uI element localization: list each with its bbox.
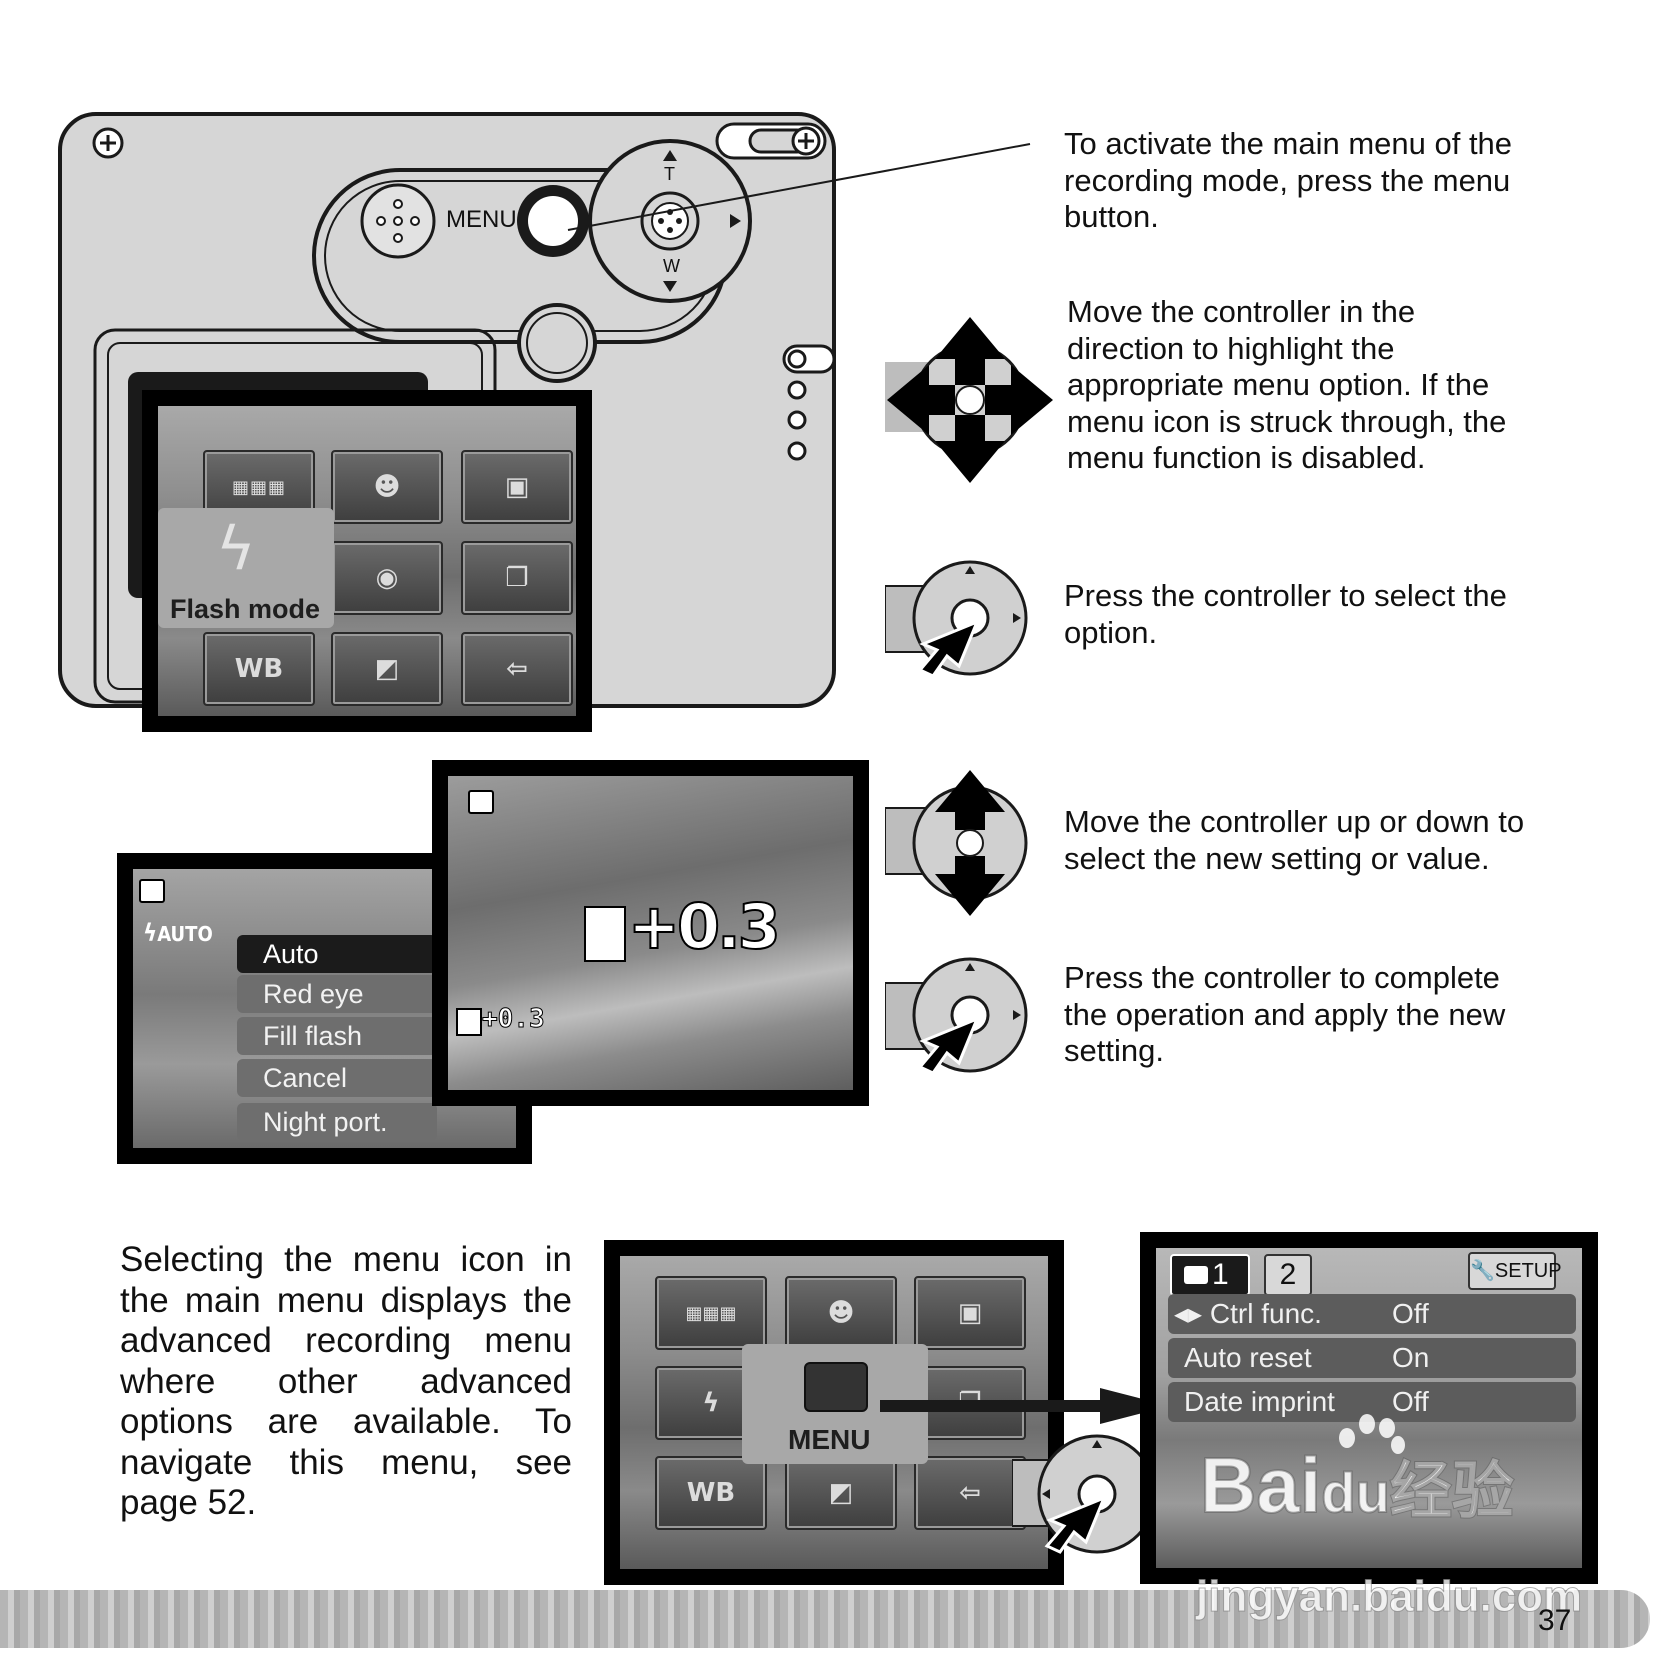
white-balance-icon[interactable]: WB — [655, 1456, 767, 1530]
lcd-scene: +0.3 +0.3 — [448, 776, 853, 1090]
zoom-tele-label: T — [664, 164, 675, 185]
menu-button-label: MENU — [446, 206, 517, 234]
setup-row-value: Off — [1392, 1294, 1429, 1334]
instruction-line: Move the controller up or down to — [1064, 804, 1524, 841]
flash-icon: ϟ — [216, 514, 256, 584]
instruction-3: Press the controller to select the optio… — [1064, 578, 1507, 651]
instruction-line: Press the controller to complete — [1064, 960, 1505, 997]
screw-icon — [94, 129, 122, 157]
instruction-line: select the new setting or value. — [1064, 841, 1524, 878]
paragraph-line: navigate this menu, see — [120, 1443, 572, 1484]
flow-arrow-icon — [880, 1386, 1170, 1426]
exposure-compensation-screen: +0.3 +0.3 — [432, 760, 869, 1106]
instruction-line: option. — [1064, 615, 1507, 652]
tab-2[interactable]: 2 — [1264, 1254, 1312, 1296]
setup-row-ctrl-func[interactable]: ◂▸ Ctrl func. Off — [1168, 1294, 1576, 1334]
flash-auto-status: ϟAUTO — [143, 919, 213, 947]
watermark-url: jingyan.baidu.com — [1196, 1572, 1582, 1622]
paragraph-line: Selecting the menu icon in — [120, 1240, 572, 1281]
flash-option-cancel[interactable]: Cancel — [237, 1059, 437, 1097]
image-size-icon[interactable]: ▣ — [914, 1276, 1026, 1350]
setup-row-label: Auto reset — [1184, 1338, 1312, 1378]
tab-1[interactable]: 1 — [1170, 1254, 1250, 1296]
flash-auto-text: AUTO — [157, 922, 213, 946]
paragraph-line: where other advanced — [120, 1362, 572, 1403]
setup-row-label: ◂▸ Ctrl func. — [1174, 1294, 1322, 1334]
flash-icon: ϟ — [143, 919, 157, 947]
instruction-1: To activate the main menu of the recordi… — [1064, 126, 1512, 236]
flash-mode-label: Flash mode — [170, 594, 320, 625]
page-number: 37 — [1538, 1604, 1571, 1638]
flash-option-red-eye[interactable]: Red eye — [237, 975, 437, 1013]
flash-options-list: Auto Red eye Fill flash Cancel Night por… — [237, 935, 437, 1148]
flash-option-auto[interactable]: Auto — [237, 935, 437, 973]
tab-setup[interactable]: 🔧SETUP — [1468, 1252, 1556, 1290]
instruction-line: the operation and apply the new — [1064, 997, 1505, 1034]
exposure-compensation-small-icon — [456, 1008, 482, 1036]
flash-option-fill-flash[interactable]: Fill flash — [237, 1017, 437, 1055]
continuous-drive-icon[interactable]: ❐ — [461, 541, 573, 615]
controller-press-icon — [885, 558, 1035, 678]
instruction-line: recording mode, press the menu — [1064, 163, 1512, 200]
flash-mode-highlight[interactable]: ϟ Flash mode — [158, 508, 334, 628]
instruction-line: setting. — [1064, 1033, 1505, 1070]
instruction-line: direction to highlight the — [1067, 331, 1506, 368]
color-icon[interactable]: ▦▦▦ — [655, 1276, 767, 1350]
wrench-icon: 🔧 — [1470, 1260, 1495, 1282]
watermark-paw-icon — [1335, 1410, 1405, 1470]
advanced-menu-paragraph: Selecting the menu icon in the main menu… — [120, 1240, 572, 1524]
exit-icon[interactable]: ⇦ — [914, 1456, 1026, 1530]
instruction-line: Press the controller to select the — [1064, 578, 1507, 615]
exposure-compensation-icon[interactable]: ◩ — [785, 1456, 897, 1530]
watermark-brand-mid: du — [1321, 1461, 1389, 1524]
paragraph-line: advanced recording menu — [120, 1321, 572, 1362]
flash-option-night-port[interactable]: Night port. — [237, 1103, 437, 1141]
paragraph-line: page 52. — [120, 1483, 572, 1524]
menu-highlight-label: MENU — [788, 1424, 870, 1456]
zoom-wide-label: W — [663, 256, 680, 277]
tab-1-label: 1 — [1212, 1258, 1229, 1291]
exposure-compensation-icon — [584, 906, 626, 962]
instruction-line: appropriate menu option. If the — [1067, 367, 1506, 404]
setup-row-label-text: Ctrl func. — [1210, 1298, 1322, 1329]
camera-mode-icon — [139, 879, 165, 903]
instruction-line: menu icon is struck through, the — [1067, 404, 1506, 441]
paragraph-line: the main menu displays the — [120, 1281, 572, 1322]
exit-icon[interactable]: ⇦ — [461, 632, 573, 706]
instruction-4: Move the controller up or down to select… — [1064, 804, 1524, 877]
controller-press-confirm-icon — [885, 955, 1035, 1075]
camera-icon — [1184, 1266, 1208, 1284]
instruction-line: To activate the main menu of the — [1064, 126, 1512, 163]
exposure-compensation-icon[interactable]: ◩ — [331, 632, 443, 706]
main-menu-screen: ▦▦▦ ☻ ▣ ◉ ❐ WB ◩ ⇦ ϟ Flash mode — [142, 390, 592, 732]
controller-four-way-icon — [885, 315, 1055, 485]
setup-row-value: On — [1392, 1338, 1429, 1378]
portrait-mode-icon[interactable]: ☻ — [331, 450, 443, 524]
instruction-line: menu function is disabled. — [1067, 440, 1506, 477]
menu-camera-icon[interactable]: ◉ — [331, 541, 443, 615]
paragraph-line: options are available. To — [120, 1402, 572, 1443]
lcd-scene: ▦▦▦ ☻ ▣ ◉ ❐ WB ◩ ⇦ ϟ Flash mode — [158, 406, 576, 716]
setup-tab-label: SETUP — [1495, 1260, 1562, 1282]
watermark-brand-cn: 经验 — [1390, 1457, 1514, 1526]
setup-row-auto-reset[interactable]: Auto reset On — [1168, 1338, 1576, 1378]
instruction-line: Move the controller in the — [1067, 294, 1506, 331]
camera-mode-icon — [468, 790, 494, 814]
advanced-recording-menu-screen: 1 2 🔧SETUP ◂▸ Ctrl func. Off Auto reset … — [1140, 1232, 1598, 1584]
instruction-5: Press the controller to complete the ope… — [1064, 960, 1505, 1070]
image-size-icon[interactable]: ▣ — [461, 450, 573, 524]
instruction-2: Move the controller in the direction to … — [1067, 294, 1506, 477]
camera-icon — [804, 1362, 868, 1412]
exposure-value-small: +0.3 — [482, 1004, 545, 1034]
exposure-value-large: +0.3 — [628, 890, 778, 963]
watermark-brand: Bai — [1200, 1441, 1321, 1529]
white-balance-icon[interactable]: WB — [203, 632, 315, 706]
setup-row-label: Date imprint — [1184, 1382, 1335, 1422]
instruction-line: button. — [1064, 199, 1512, 236]
portrait-mode-icon[interactable]: ☻ — [785, 1276, 897, 1350]
controller-up-down-icon — [885, 768, 1035, 918]
